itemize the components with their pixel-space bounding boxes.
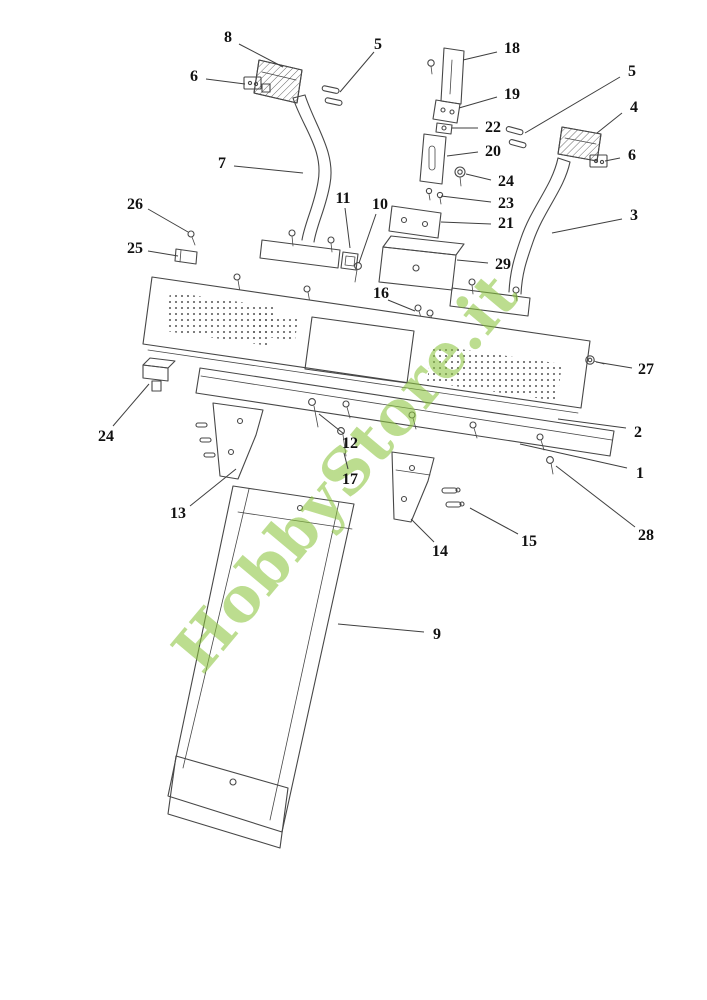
callout-29: 29	[495, 256, 511, 273]
callout-leader-23	[440, 195, 492, 203]
callout-7: 7	[218, 155, 226, 172]
part-24-top-bolt	[454, 166, 466, 187]
callout-leader-4	[596, 112, 623, 134]
callout-leader-1	[519, 443, 628, 469]
part-1-lower-strip	[195, 367, 615, 457]
part-9-chute	[167, 485, 355, 849]
callout-10: 10	[372, 196, 388, 213]
callout-leader-9	[337, 623, 425, 633]
callout-14: 14	[432, 543, 448, 560]
part-26-bolt	[187, 230, 196, 246]
callout-leader-15	[469, 507, 519, 535]
callout-18: 18	[504, 40, 520, 57]
callout-12: 12	[342, 435, 358, 452]
callout-leader-11	[344, 207, 351, 249]
callout-leader-7	[233, 165, 304, 174]
callout-leader-10	[358, 213, 377, 264]
callout-1: 1	[636, 465, 644, 482]
callout-11: 11	[335, 190, 350, 207]
part-28-bolt	[546, 456, 554, 475]
part-7-arm	[259, 94, 341, 269]
part-29-box	[378, 235, 465, 291]
callout-23: 23	[498, 195, 514, 212]
callout-leader-21	[440, 221, 492, 225]
callout-5: 5	[628, 63, 636, 80]
callout-15: 15	[521, 533, 537, 550]
callout-16: 16	[373, 285, 389, 302]
callout-13: 13	[170, 505, 186, 522]
callout-leader-29	[456, 259, 489, 264]
part-5-left-pins	[321, 85, 343, 106]
callout-leader-2	[557, 418, 627, 429]
callout-leader-6	[604, 157, 621, 162]
callout-leader-16	[387, 299, 416, 312]
part-10-bolt	[354, 262, 362, 283]
callout-17: 17	[342, 471, 358, 488]
part-5-right-pins	[505, 126, 527, 149]
callout-22: 22	[485, 119, 501, 136]
part-13-bracket	[195, 402, 264, 480]
callout-leader-28	[555, 465, 636, 528]
callout-2: 2	[634, 424, 642, 441]
part-2-main-plate	[142, 276, 591, 414]
callout-6: 6	[628, 147, 636, 164]
callout-25: 25	[127, 240, 143, 257]
callout-leader-6	[205, 78, 246, 85]
part-4-bracket	[557, 126, 602, 162]
callout-leader-17	[343, 452, 349, 470]
part-6-left-clamp	[243, 76, 271, 93]
part-3-arm	[449, 157, 571, 317]
part-21-plate	[388, 205, 442, 239]
callout-leader-5	[339, 51, 375, 93]
diagram-artwork	[142, 47, 615, 849]
callout-8: 8	[224, 29, 232, 46]
callout-21: 21	[498, 215, 514, 232]
callout-leader-13	[189, 468, 237, 507]
callout-leader-27	[595, 361, 633, 369]
part-19-bracket	[432, 99, 461, 124]
callout-24: 24	[98, 428, 114, 445]
callout-leader-8	[238, 43, 284, 68]
part-17-bolt	[337, 427, 347, 457]
callout-leader-26	[147, 208, 189, 233]
callout-leader-24	[112, 383, 150, 427]
callout-leader-3	[551, 218, 623, 234]
callout-6: 6	[190, 68, 198, 85]
callout-3: 3	[630, 207, 638, 224]
part-25-block	[174, 248, 198, 265]
callout-leader-18	[462, 51, 498, 61]
callout-leader-24	[465, 173, 492, 181]
part-23-screws	[425, 187, 444, 205]
callout-24: 24	[498, 173, 514, 190]
callout-27: 27	[638, 361, 654, 378]
part-22-nut	[435, 122, 453, 135]
callout-26: 26	[127, 196, 143, 213]
callout-leader-20	[446, 151, 479, 157]
part-15-pins	[441, 487, 465, 508]
callout-28: 28	[638, 527, 654, 544]
callout-4: 4	[630, 99, 638, 116]
callout-leader-14	[410, 518, 435, 543]
callout-leader-12	[318, 413, 345, 435]
callout-19: 19	[504, 86, 520, 103]
part-18-plate	[427, 47, 465, 105]
callout-leader-5	[524, 76, 621, 134]
part-20-plate	[419, 133, 447, 185]
part-24-left-bracket	[142, 357, 176, 392]
callout-5: 5	[374, 36, 382, 53]
part-14-bracket	[391, 451, 435, 523]
callout-leader-25	[147, 250, 179, 257]
part-12-bolt	[308, 398, 319, 428]
callout-20: 20	[485, 143, 501, 160]
callout-9: 9	[433, 626, 441, 643]
callout-leader-19	[458, 96, 498, 109]
part-11-clamp	[340, 251, 359, 271]
